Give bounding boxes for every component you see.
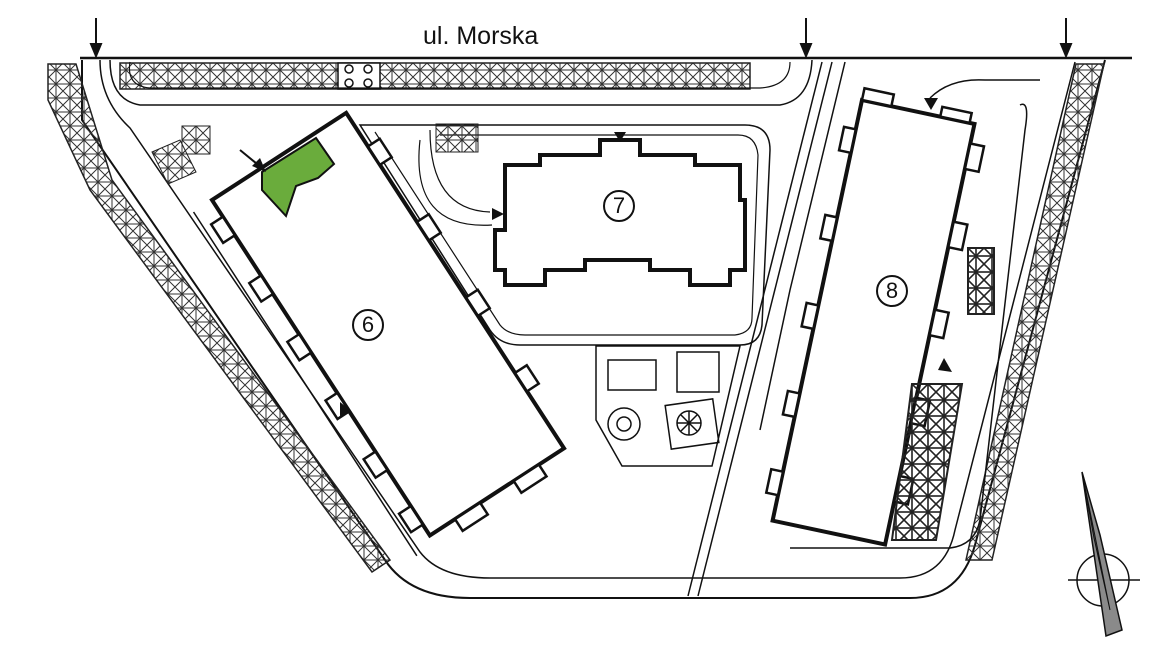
- north-arrow-icon: [1068, 471, 1140, 638]
- courtyard-road: [358, 124, 771, 346]
- access-road-north: [109, 59, 813, 106]
- hedge-belt-east: [965, 63, 1105, 561]
- building-7-entrance-arrows: [492, 132, 626, 220]
- building-7-number: 7: [603, 190, 635, 222]
- parking-block-east: [890, 247, 995, 541]
- building-8-number: 8: [876, 275, 908, 307]
- building-6-number: 6: [352, 309, 384, 341]
- courtyard-road-inner: [374, 131, 759, 336]
- east-road: [759, 61, 1040, 549]
- playground: [595, 345, 741, 467]
- building-8-entrance-arrows: [924, 98, 952, 372]
- hedge-belt-west: [47, 63, 392, 574]
- parking-block-a: [435, 123, 479, 153]
- highlighted-unit: [261, 136, 336, 218]
- hedge-belt-north: [119, 62, 751, 90]
- building-8: [764, 86, 986, 547]
- street-label: ul. Morska: [423, 22, 539, 50]
- bike-rack: [337, 62, 381, 90]
- building7-driveway: [418, 129, 493, 226]
- unit-entrance-arrow: [239, 149, 266, 172]
- parking-block-b: [181, 125, 211, 155]
- building-6-entrance-arrow: [340, 402, 352, 416]
- central-road: [687, 61, 833, 597]
- access-road-north-inner: [128, 61, 791, 89]
- parking-block-c: [151, 139, 197, 185]
- site-boundary: [81, 59, 1106, 599]
- street-entry-arrows: [89, 18, 1073, 59]
- building-6: [192, 110, 567, 557]
- ring-road-outer: [99, 59, 1076, 579]
